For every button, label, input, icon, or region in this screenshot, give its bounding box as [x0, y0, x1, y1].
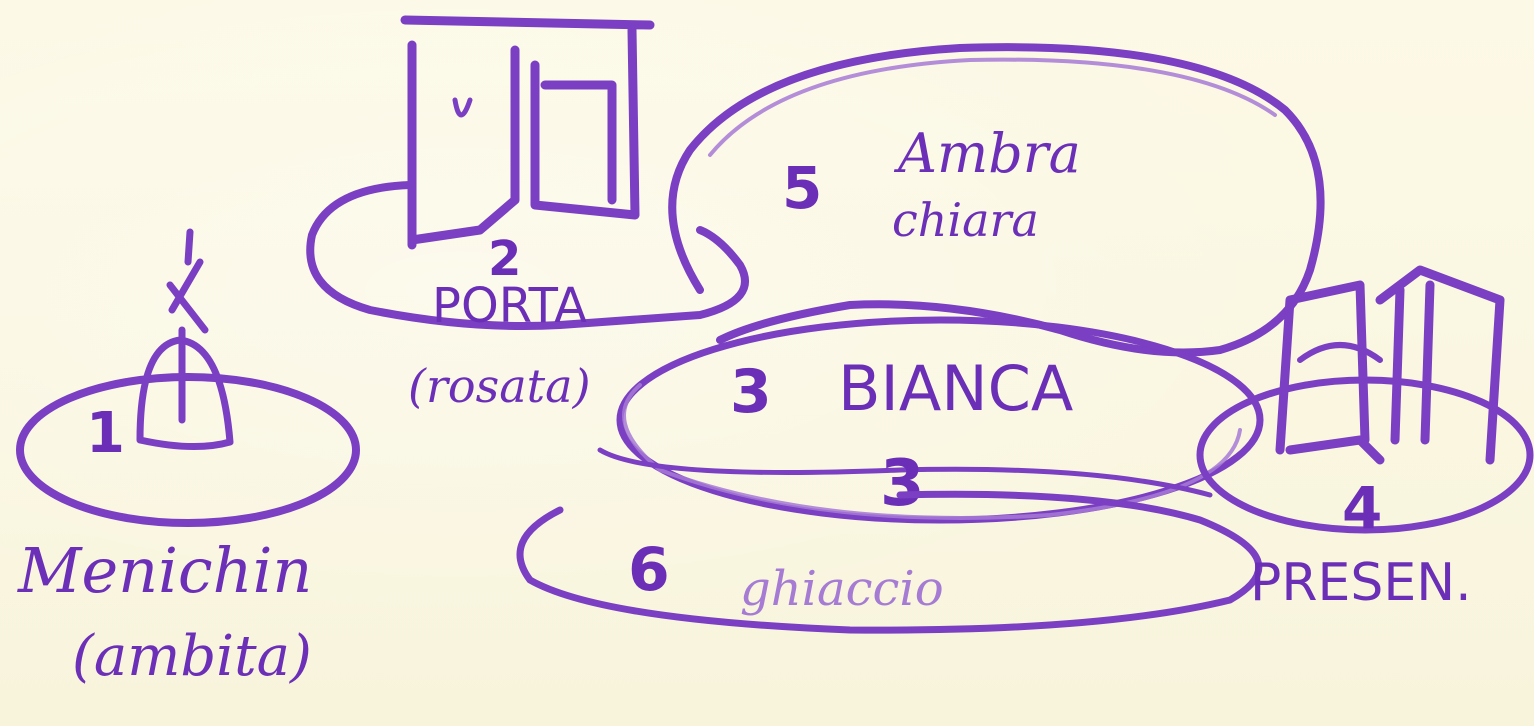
- region-bianca-divider: [597, 447, 1213, 498]
- gate-arch: [1297, 342, 1383, 363]
- region-ambra-note: chiara: [892, 193, 1039, 247]
- door-handle-icon: [452, 97, 473, 118]
- region-menichin-name: Menichin: [17, 534, 312, 607]
- region-ambra-outline: [668, 43, 1325, 357]
- tree-trunk: [166, 228, 209, 424]
- region-menichin-number: 1: [86, 401, 125, 466]
- region-porta-number: 2: [488, 231, 521, 287]
- region-bianca: 3 BIANCA 3: [597, 316, 1264, 524]
- gate-icon: [400, 15, 655, 250]
- tree-icon: [136, 336, 234, 450]
- region-bianca-number: 3: [730, 357, 772, 427]
- region-ambra-echo: [708, 57, 1277, 157]
- region-porta: 2 PORTA (rosata): [306, 15, 749, 413]
- region-porta-name: PORTA: [432, 278, 587, 334]
- region-presen: 4 PRESEN.: [1196, 265, 1534, 613]
- region-bianca-name: BIANCA: [838, 352, 1073, 425]
- region-presen-name: PRESEN.: [1250, 553, 1472, 613]
- gate-icon: [1275, 265, 1505, 465]
- region-porta-outline: [306, 181, 749, 330]
- region-bianca-outline: [616, 316, 1264, 524]
- region-menichin-outline: [16, 373, 360, 527]
- region-ambra: 5 Ambra chiara: [668, 43, 1325, 357]
- region-menichin-note: (ambita): [72, 624, 312, 689]
- region-ambra-name: Ambra: [893, 122, 1081, 185]
- region-bianca-lower-mark: 3: [880, 447, 925, 521]
- region-presen-number: 4: [1342, 474, 1382, 542]
- region-ghiaccio-number: 6: [628, 535, 670, 605]
- region-ghiaccio-outline: [516, 490, 1263, 634]
- region-bianca-echo: [622, 383, 1242, 520]
- region-porta-note: (rosata): [408, 359, 591, 413]
- region-menichin: 1 Menichin (ambita): [16, 228, 360, 689]
- region-ambra-number: 5: [782, 154, 822, 222]
- region-ghiaccio: 6 ghiaccio: [516, 490, 1263, 634]
- region-ghiaccio-name: ghiaccio: [740, 561, 944, 617]
